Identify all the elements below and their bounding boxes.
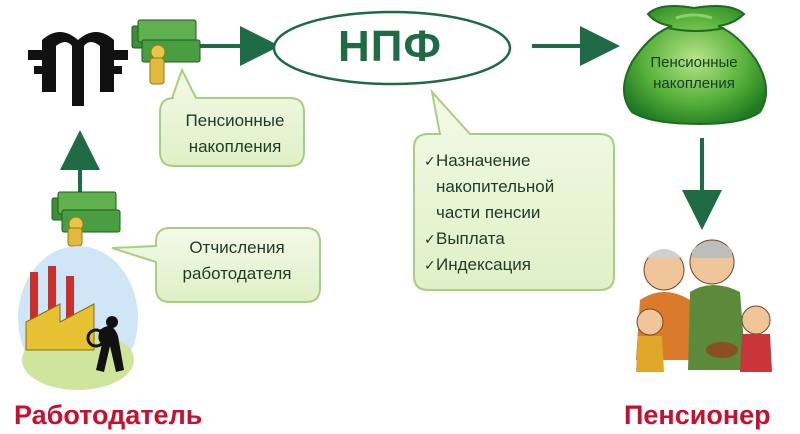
- functions-list-item: ✓Индексация: [424, 252, 614, 278]
- factory-worker-icon: [18, 246, 138, 390]
- functions-list-item: накопительной: [424, 174, 614, 200]
- functions-list-text: Индексация: [436, 255, 532, 274]
- callout-savings-line-1: Пенсионные: [185, 111, 285, 130]
- functions-list-item: части пенсии: [424, 200, 614, 226]
- callout-contributions-text: Отчисления работодателя: [162, 235, 312, 287]
- pensioner-caption: Пенсионер: [624, 400, 771, 430]
- flow-arrows: [60, 26, 722, 230]
- functions-list-item: ✓Выплата: [424, 226, 614, 252]
- callout-savings-bubble: [159, 67, 305, 167]
- checkmark-icon: ✓: [424, 153, 436, 169]
- money-bag-label-line-2: накопления: [653, 75, 735, 92]
- callout-functions-bubble: [413, 88, 615, 291]
- callout-contributions-line-2: работодателя: [182, 264, 292, 283]
- npf-ellipse: [272, 10, 512, 86]
- callout-functions-list: ✓Назначение накопительной части пенсии ✓…: [424, 148, 614, 278]
- checkmark-icon: ✓: [424, 231, 436, 247]
- npf-label: НПФ: [338, 22, 442, 71]
- callout-savings-text: Пенсионные накопления: [170, 108, 300, 160]
- money-bag-icon: [623, 5, 767, 126]
- pfr-logo-icon: [28, 32, 128, 106]
- functions-list-text: части пенсии: [436, 203, 541, 222]
- money-stack-icon: [131, 19, 201, 85]
- employer-caption: Работодатель: [14, 400, 203, 430]
- money-bag-label-line-1: Пенсионные: [650, 54, 738, 71]
- callout-savings-line-2: накопления: [188, 137, 282, 156]
- functions-list-text: Назначение: [436, 151, 531, 170]
- pensioner-family-icon: [636, 239, 772, 372]
- money-bag-label: Пенсионные накопления: [628, 52, 760, 94]
- callout-contributions-bubble: [111, 227, 321, 303]
- functions-list-text: Выплата: [436, 229, 505, 248]
- money-stack-icon: [51, 191, 121, 247]
- callout-contributions-line-1: Отчисления: [189, 238, 285, 257]
- functions-list-item: ✓Назначение: [424, 148, 614, 174]
- functions-list-text: накопительной: [436, 177, 555, 196]
- checkmark-icon: ✓: [424, 257, 436, 273]
